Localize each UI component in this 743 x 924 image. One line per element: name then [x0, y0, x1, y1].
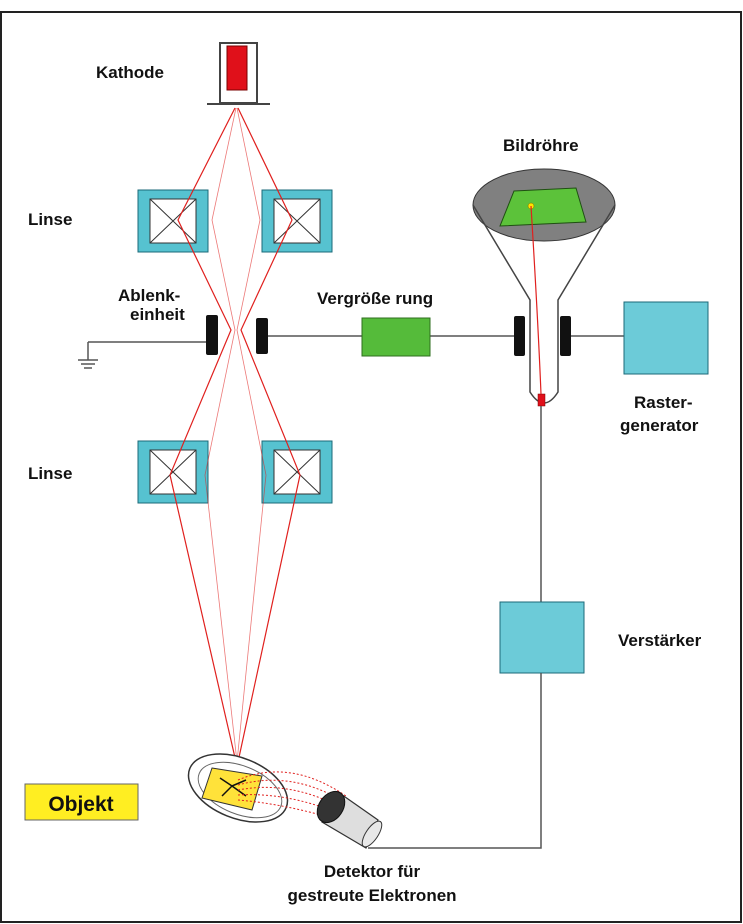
specimen-stage: [187, 753, 289, 823]
crt-electron-gun: [537, 393, 546, 407]
object-label-box: [24, 783, 139, 821]
label-detector-line2: gestreute Elektronen: [287, 886, 456, 905]
detector-face: [316, 790, 346, 824]
crt-image: [499, 187, 587, 227]
deflection-plate-right: [256, 318, 268, 354]
label-lens-upper: Linse: [28, 210, 72, 229]
label-raster-line2: generator: [620, 416, 699, 435]
lens-lower-left: [137, 440, 209, 504]
lens-lower-right: [261, 440, 333, 504]
crt-plate-left: [514, 316, 525, 356]
crt-plate-right: [560, 316, 571, 356]
label-lens-lower: Linse: [28, 464, 72, 483]
crt-beam: [530, 205, 542, 395]
electron-beam: [169, 107, 301, 763]
wire-amplifier-to-detector: [368, 673, 542, 849]
crt-tube: [472, 168, 616, 407]
raster-generator-box: [623, 301, 709, 375]
object-plate: [201, 767, 263, 811]
label-deflection-line1: Ablenk-: [118, 286, 180, 305]
label-amplifier: Verstärker: [618, 631, 702, 650]
magnification-box: [361, 317, 431, 357]
label-deflection-line2: einheit: [130, 305, 185, 324]
diagram-border: [0, 11, 742, 923]
label-raster-line1: Raster-: [634, 393, 693, 412]
lens-upper-left: [137, 189, 209, 253]
lens-upper-right: [261, 189, 333, 253]
detector: [316, 790, 383, 849]
label-crt: Bildröhre: [503, 136, 579, 155]
label-object: Objekt: [48, 793, 113, 816]
ground-symbol: [78, 342, 98, 369]
deflection-plate-left: [206, 315, 218, 355]
label-magnification: Vergröße rung: [317, 289, 433, 308]
scatter-arrows: [219, 777, 247, 797]
label-cathode: Kathode: [96, 63, 164, 82]
cathode-emitter: [226, 45, 248, 91]
label-detector-line1: Detektor für: [324, 862, 421, 881]
cathode: [207, 42, 270, 105]
amplifier-box: [499, 601, 585, 674]
